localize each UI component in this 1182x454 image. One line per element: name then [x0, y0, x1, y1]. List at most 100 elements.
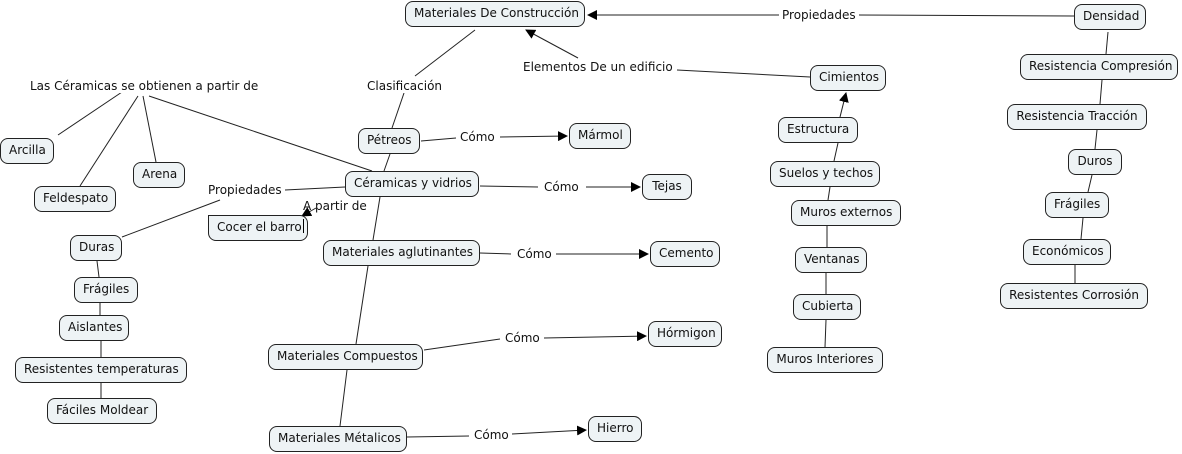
connector-link[interactable] — [676, 69, 811, 78]
concept-node-text: Duros — [1077, 154, 1113, 168]
connector-link[interactable] — [121, 199, 221, 238]
concept-node-text: Hierro — [597, 421, 634, 435]
concept-node-cocer[interactable]: Cocer el barro — [208, 215, 308, 241]
link-label-propiedades-ceram[interactable]: Propiedades — [205, 183, 285, 197]
concept-node-hierro[interactable]: Hierro — [588, 416, 642, 442]
connector-link[interactable] — [414, 29, 476, 77]
connector-link[interactable] — [142, 95, 157, 163]
concept-node-tejas[interactable]: Tejas — [642, 174, 692, 200]
concept-node-text: Hórmigon — [657, 326, 716, 340]
connector-link[interactable] — [57, 89, 126, 136]
concept-node-res-compresion[interactable]: Resistencia Compresión — [1020, 54, 1178, 80]
link-label-a-partir-de[interactable]: A partir de — [303, 199, 367, 213]
concept-node-hormigon[interactable]: Hórmigon — [648, 321, 722, 347]
connector-link[interactable] — [1080, 217, 1084, 240]
link-label-como-hierro[interactable]: Cómo — [471, 428, 512, 442]
connector-link[interactable] — [355, 265, 369, 345]
connector-link[interactable] — [855, 14, 1075, 17]
concept-node-duros[interactable]: Duros — [1068, 149, 1122, 175]
concept-node-text: Feldespato — [43, 191, 109, 205]
link-label-propiedades-top[interactable]: Propiedades — [779, 8, 859, 22]
concept-node-cubierta[interactable]: Cubierta — [793, 294, 861, 320]
arrow-link[interactable] — [543, 331, 647, 342]
concept-node-cimientos[interactable]: Cimientos — [810, 65, 886, 91]
concept-node-text: Estructura — [787, 122, 850, 136]
concept-node-text: Aislantes — [68, 320, 123, 334]
link-label-elementos[interactable]: Elementos De un edificio — [520, 60, 676, 74]
concept-node-fragiles-r[interactable]: Frágiles — [1045, 192, 1109, 218]
arrow-link[interactable] — [511, 425, 587, 436]
connector-link[interactable] — [79, 95, 139, 187]
concept-node-text: Cocer el barro — [217, 220, 302, 234]
concept-node-text: Materiales Métalicos — [278, 431, 401, 445]
link-label-como-tejas[interactable]: Cómo — [541, 180, 582, 194]
concept-node-text: Fáciles Moldear — [56, 403, 149, 417]
concept-node-res-corrosion[interactable]: Resistentes Corrosión — [1000, 283, 1148, 309]
arrow-link[interactable] — [525, 29, 579, 59]
concept-node-ceramicas[interactable]: Céramicas y vidrios — [345, 171, 479, 197]
concept-node-materiales[interactable]: Materiales De Construcción — [405, 1, 585, 27]
concept-node-fragiles-l[interactable]: Frágiles — [74, 277, 138, 303]
concept-node-text: Arcilla — [9, 143, 46, 157]
concept-node-metalicos[interactable]: Materiales Métalicos — [269, 426, 407, 452]
concept-node-aglutinantes[interactable]: Materiales aglutinantes — [323, 240, 480, 266]
link-label-clasificacion[interactable]: Clasificación — [364, 79, 446, 93]
concept-node-feldespato[interactable]: Feldespato — [34, 186, 116, 212]
connector-link[interactable] — [423, 338, 501, 351]
concept-node-text: Frágiles — [1054, 197, 1101, 211]
connector-link[interactable] — [1094, 129, 1098, 150]
text-cursor — [302, 219, 304, 233]
connector-link[interactable] — [824, 319, 827, 348]
link-label-como-marmol[interactable]: Cómo — [457, 130, 498, 144]
concept-node-text: Cimientos — [819, 70, 880, 84]
concept-node-text: Muros Interiores — [776, 352, 874, 366]
concept-node-petreos[interactable]: Pétreos — [358, 128, 420, 154]
connector-link[interactable] — [479, 252, 512, 255]
concept-node-res-temp[interactable]: Resistentes temperaturas — [15, 357, 187, 383]
concept-node-faciles[interactable]: Fáciles Moldear — [47, 398, 157, 424]
concept-node-compuestos[interactable]: Materiales Compuestos — [268, 344, 423, 370]
concept-node-arena[interactable]: Arena — [133, 162, 185, 188]
concept-node-arcilla[interactable]: Arcilla — [0, 138, 54, 164]
connector-link[interactable] — [833, 142, 839, 162]
concept-node-muros-int[interactable]: Muros Interiores — [767, 347, 883, 373]
concept-node-muros-ext[interactable]: Muros externos — [791, 200, 901, 226]
arrow-link[interactable] — [838, 92, 849, 118]
link-label-como-cemento[interactable]: Cómo — [514, 247, 555, 261]
concept-node-text: Tejas — [652, 179, 682, 193]
concept-node-cemento[interactable]: Cemento — [650, 241, 720, 267]
connector-link[interactable] — [148, 95, 373, 172]
arrow-link[interactable] — [301, 207, 317, 217]
connector-link[interactable] — [827, 186, 831, 201]
concept-node-res-traccion[interactable]: Resistencia Tracción — [1007, 104, 1147, 130]
connector-link[interactable] — [372, 196, 381, 241]
concept-node-text: Suelos y techos — [779, 166, 874, 180]
concept-node-estructura[interactable]: Estructura — [778, 117, 858, 143]
concept-node-suelos[interactable]: Suelos y techos — [770, 161, 880, 187]
link-label-como-hormigon[interactable]: Cómo — [502, 331, 543, 345]
concept-node-marmol[interactable]: Mármol — [569, 123, 631, 149]
concept-node-ventanas[interactable]: Ventanas — [795, 247, 867, 273]
concept-node-text: Céramicas y vidrios — [354, 176, 472, 190]
connector-link[interactable] — [1099, 79, 1103, 105]
connector-link[interactable] — [406, 435, 470, 438]
connector-link[interactable] — [339, 369, 348, 427]
connector-link[interactable] — [284, 186, 346, 191]
connector-link[interactable] — [1087, 174, 1093, 193]
link-label-obtienen[interactable]: Las Céramicas se obtienen a partir de — [27, 79, 262, 93]
concept-node-text: Arena — [142, 167, 178, 181]
concept-node-aislantes[interactable]: Aislantes — [59, 315, 129, 341]
connector-link[interactable] — [383, 153, 391, 172]
connector-link[interactable] — [479, 185, 539, 188]
concept-node-text: Resistencia Compresión — [1029, 59, 1173, 73]
arrow-link[interactable] — [499, 131, 568, 142]
connector-link[interactable] — [1105, 31, 1109, 55]
concept-node-text: Materiales Compuestos — [277, 349, 418, 363]
concept-node-densidad[interactable]: Densidad — [1074, 4, 1146, 30]
concept-node-text: Muros externos — [800, 205, 893, 219]
connector-link[interactable] — [420, 137, 457, 142]
connector-link[interactable] — [391, 92, 405, 129]
connector-link[interactable] — [96, 260, 100, 278]
concept-node-economicos[interactable]: Económicos — [1023, 239, 1111, 265]
concept-node-duras[interactable]: Duras — [70, 235, 122, 261]
